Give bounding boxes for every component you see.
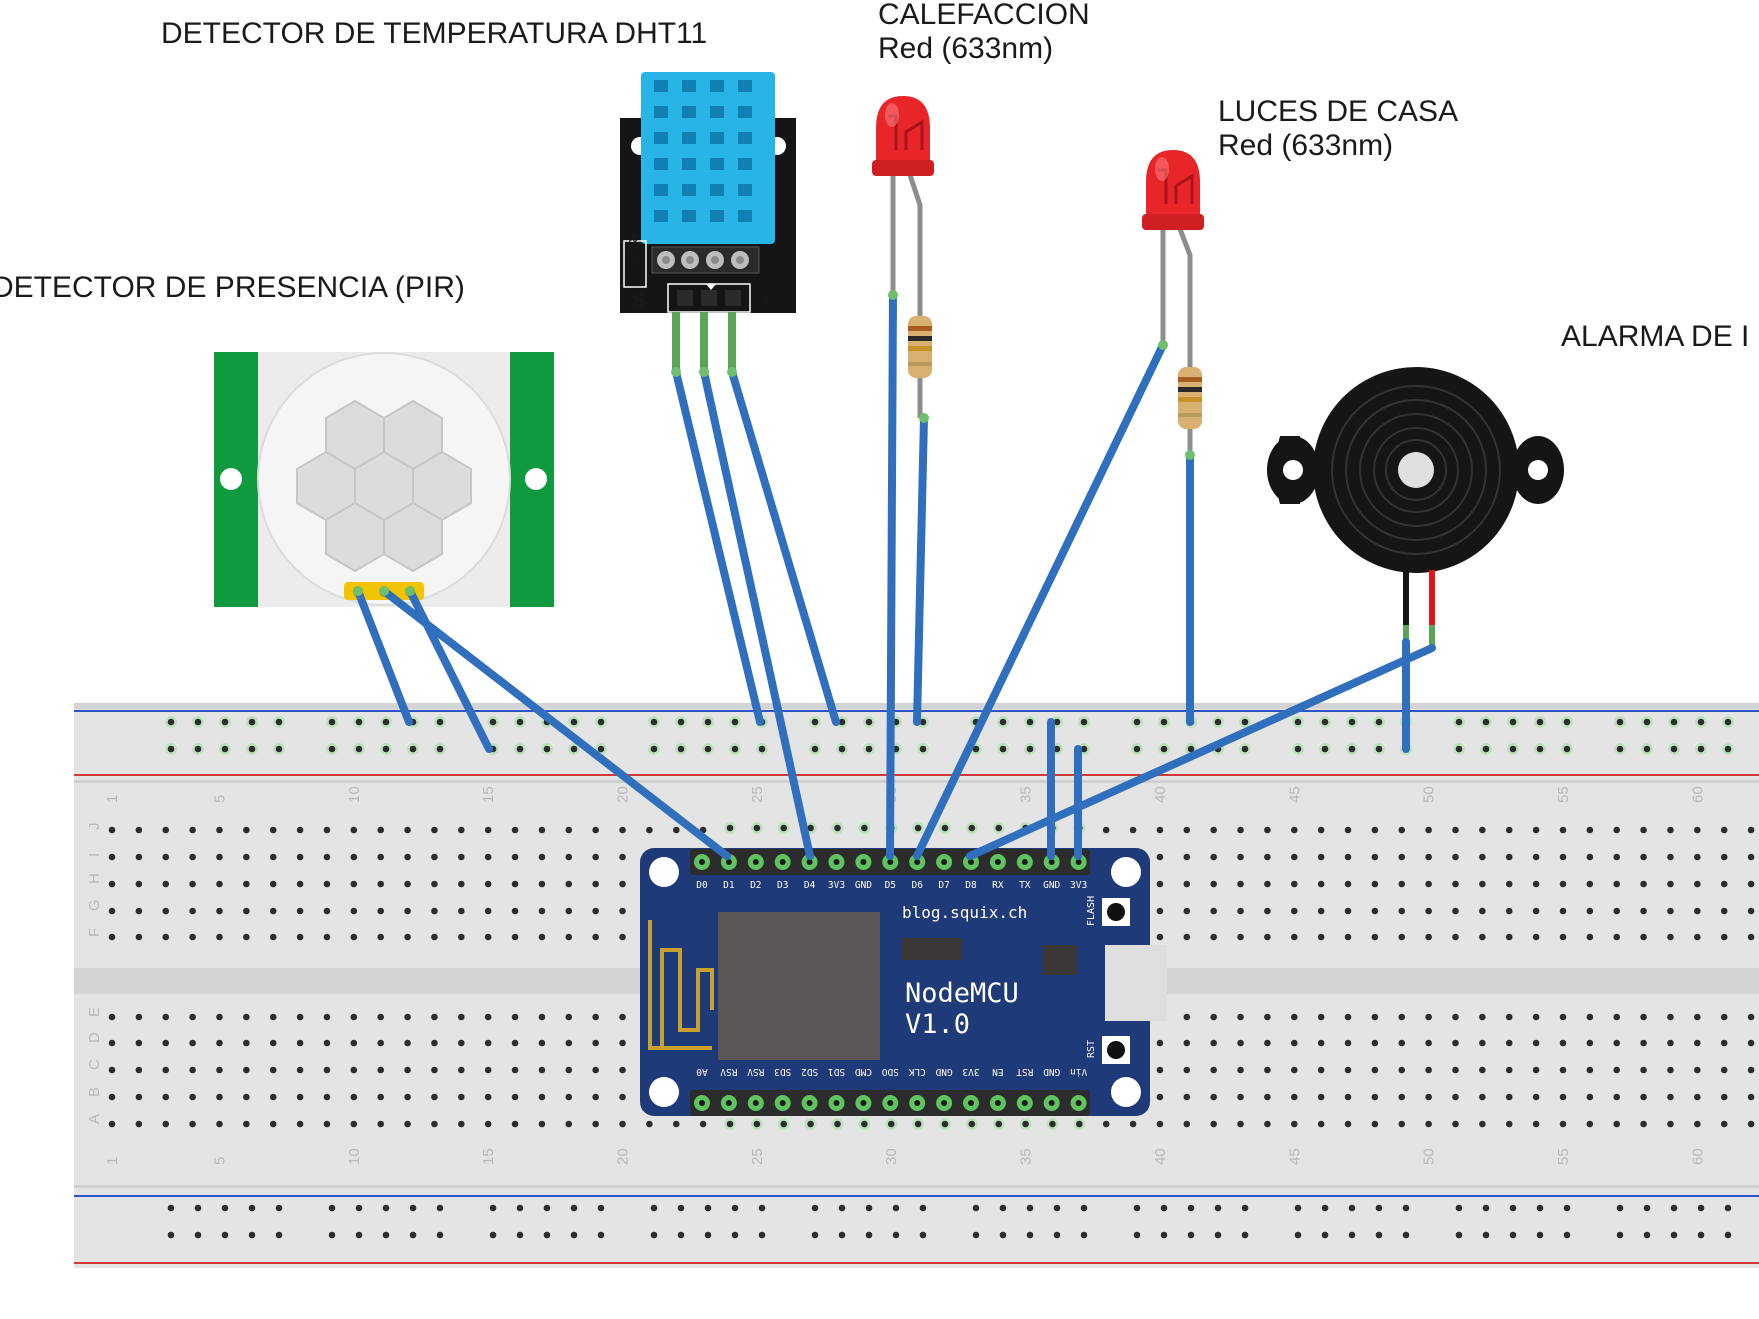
pin-label-bottom: SDO	[881, 1066, 898, 1077]
column-number: 25	[749, 786, 766, 803]
flash-label: FLASH	[1086, 896, 1097, 926]
pin-label-top: D2	[750, 880, 761, 891]
column-number: 55	[1555, 1148, 1572, 1165]
column-number: 50	[1421, 786, 1438, 803]
column-number: 5	[211, 795, 228, 803]
dht-signal-mark: S	[632, 290, 645, 312]
column-number: 40	[1152, 1148, 1169, 1165]
pin-label-top: GND	[1043, 880, 1060, 891]
row-letter: F	[86, 928, 103, 937]
pin-label-bottom: GND	[1043, 1066, 1060, 1077]
column-number: 60	[1689, 1148, 1706, 1165]
column-number: 60	[1689, 786, 1706, 803]
pin-label-bottom: EN	[992, 1066, 1004, 1077]
column-number: 1	[104, 1157, 121, 1165]
pin-label-top: RX	[992, 880, 1004, 891]
pin-label-bottom: RST	[1016, 1066, 1033, 1077]
pin-label-bottom: A0	[696, 1066, 708, 1077]
column-number: 45	[1286, 1148, 1303, 1165]
dht-resistor-label: R1	[626, 234, 640, 250]
pin-label-bottom: GND	[935, 1066, 952, 1077]
buzzer	[1267, 367, 1564, 648]
nodemcu-board: blog.squix.ch NodeMCU V1.0 FLASH RST D0 D…	[640, 848, 1167, 1116]
column-number: 40	[1152, 786, 1169, 803]
pin-label-top: D4	[804, 880, 816, 891]
pin-label-top: D7	[938, 880, 949, 891]
column-number: 45	[1286, 786, 1303, 803]
column-number: 30	[883, 1148, 900, 1165]
pin-label-top: 3V3	[828, 880, 845, 891]
column-number: 20	[615, 786, 632, 803]
column-number: 55	[1555, 786, 1572, 803]
pin-label-top: 3V3	[1070, 880, 1087, 891]
label-calefaccion-title: CALEFACCION	[878, 0, 1090, 31]
row-letter: C	[86, 1059, 103, 1070]
pin-label-top: GND	[855, 880, 872, 891]
column-number: 10	[346, 1148, 363, 1165]
wires	[354, 291, 1436, 860]
pin-label-bottom: SD3	[774, 1066, 791, 1077]
dht-resistor-code: 103	[629, 252, 639, 267]
column-number: 35	[1018, 786, 1035, 803]
pin-label-top: D1	[723, 880, 735, 891]
row-letter: G	[86, 899, 103, 911]
pin-label-top: D3	[777, 880, 788, 891]
row-letter: D	[86, 1032, 103, 1043]
label-calefaccion-sub: Red (633nm)	[878, 32, 1053, 65]
pin-label-bottom: 3V3	[962, 1066, 979, 1077]
column-number: 5	[211, 1157, 228, 1165]
rst-label: RST	[1086, 1040, 1097, 1058]
led-luces	[1142, 150, 1204, 458]
nodemcu-brand: blog.squix.ch	[902, 903, 1027, 922]
pin-label-top: D0	[696, 880, 708, 891]
pin-label-top: TX	[1019, 880, 1031, 891]
dht-ground-mark: -	[764, 290, 771, 312]
nodemcu-version: V1.0	[905, 1009, 970, 1040]
column-number: 35	[1018, 1148, 1035, 1165]
row-letter: I	[86, 853, 103, 857]
column-number: 10	[346, 786, 363, 803]
row-letter: A	[86, 1114, 103, 1124]
row-letter: B	[86, 1087, 103, 1097]
column-number: 15	[480, 786, 497, 803]
pin-label-bottom: SD1	[828, 1066, 845, 1077]
pin-label-top: D6	[911, 880, 923, 891]
row-letter: J	[86, 823, 103, 831]
label-luces-sub: Red (633nm)	[1218, 129, 1393, 162]
column-number: 1	[104, 795, 121, 803]
column-number: 20	[615, 1148, 632, 1165]
row-letter: E	[86, 1007, 103, 1017]
label-alarma: ALARMA DE I	[1561, 320, 1749, 353]
pin-label-bottom: CLK	[908, 1066, 925, 1077]
pin-label-top: D8	[965, 880, 977, 891]
dht11-module: R1 103 S -	[620, 72, 796, 372]
column-number: 50	[1421, 1148, 1438, 1165]
column-number: 25	[749, 1148, 766, 1165]
pin-label-top: D5	[885, 880, 896, 891]
row-letter: H	[86, 873, 103, 884]
nodemcu-name: NodeMCU	[905, 978, 1019, 1009]
label-luces-title: LUCES DE CASA	[1218, 95, 1458, 128]
pin-label-bottom: Vin	[1070, 1066, 1087, 1077]
pin-label-bottom: RSV	[747, 1066, 764, 1077]
led-calefaccion	[872, 96, 934, 418]
pin-label-bottom: RSV	[720, 1066, 737, 1077]
pin-label-bottom: CMD	[855, 1066, 872, 1077]
column-number: 15	[480, 1148, 497, 1165]
label-pir: DETECTOR DE PRESENCIA (PIR)	[0, 271, 465, 304]
pin-label-bottom: SD2	[801, 1066, 818, 1077]
pir-sensor	[214, 352, 554, 607]
label-dht11: DETECTOR DE TEMPERATURA DHT11	[161, 17, 707, 50]
